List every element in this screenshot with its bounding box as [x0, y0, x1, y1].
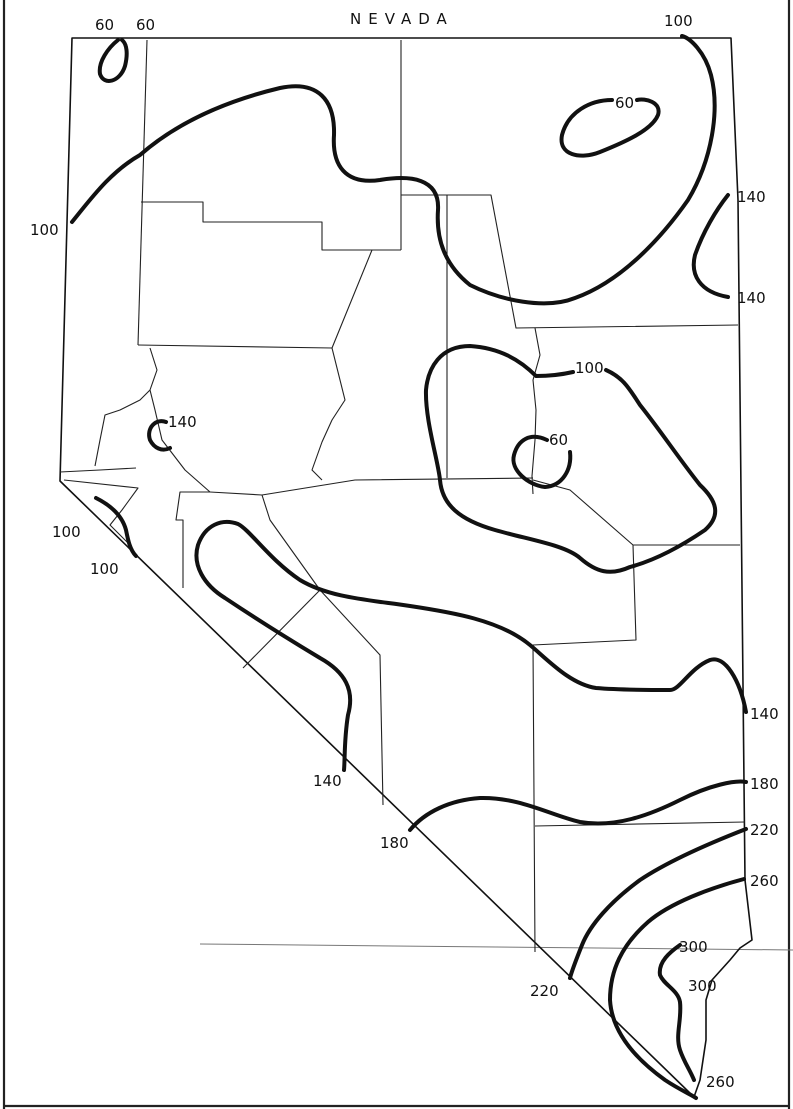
contour-label: 100 [575, 359, 604, 377]
contour-label: 60 [549, 431, 568, 449]
state-border [59, 37, 753, 1098]
county-line [94, 389, 151, 467]
contour-60-nw [97, 38, 129, 83]
county-line [63, 479, 139, 546]
isolines [70, 34, 748, 1100]
scan-line [199, 943, 793, 951]
contour-label: 60 [95, 16, 114, 34]
contour-140-south [194, 519, 748, 772]
contour-label: 60 [615, 94, 634, 112]
county-line [532, 479, 740, 546]
county-line [141, 201, 401, 251]
contour-label: 140 [168, 413, 197, 431]
contour-label: 300 [679, 938, 708, 956]
county-lines [59, 39, 746, 953]
contour-label: 260 [706, 1073, 735, 1091]
contour-180 [408, 779, 748, 832]
contour-260 [608, 877, 746, 1100]
contour-label: 180 [380, 834, 409, 852]
contour-label: 100 [30, 221, 59, 239]
contour-label: 100 [90, 560, 119, 578]
county-line [311, 249, 373, 481]
contour-label: 140 [737, 289, 766, 307]
county-line [59, 467, 137, 473]
contour-label: 140 [737, 188, 766, 206]
contour-label: 100 [52, 523, 81, 541]
contour-140-e-loop [691, 193, 730, 299]
contour-label: 60 [136, 16, 155, 34]
contour-label: 100 [664, 12, 693, 30]
county-line [261, 494, 384, 806]
contour-60-ne [559, 97, 661, 158]
contour-label: 220 [750, 821, 779, 839]
county-line [534, 821, 746, 827]
contour-label: 140 [313, 772, 342, 790]
contour-label: 140 [750, 705, 779, 723]
county-line [175, 491, 210, 588]
county-line [242, 589, 321, 669]
county-line [209, 477, 534, 496]
contour-300 [657, 943, 696, 1082]
contour-60-center [511, 434, 573, 489]
county-line [149, 347, 211, 493]
contour-100-north [70, 34, 717, 306]
contour-label: 260 [750, 872, 779, 890]
contour-100-sw [94, 496, 138, 558]
contour-labels: 60 60 100 60 140 100 140 100 140 60 100 … [30, 12, 779, 1091]
county-line [401, 194, 739, 329]
map-title: NEVADA [350, 10, 454, 28]
contour-220 [568, 827, 748, 980]
county-line [137, 344, 333, 349]
contour-100-center [423, 344, 718, 574]
county-line [532, 544, 637, 953]
contour-label: 180 [750, 775, 779, 793]
contour-label: 300 [688, 977, 717, 995]
county-line [137, 39, 148, 346]
contour-140-west-hook [147, 419, 172, 452]
county-line [531, 327, 541, 495]
contour-label: 220 [530, 982, 559, 1000]
